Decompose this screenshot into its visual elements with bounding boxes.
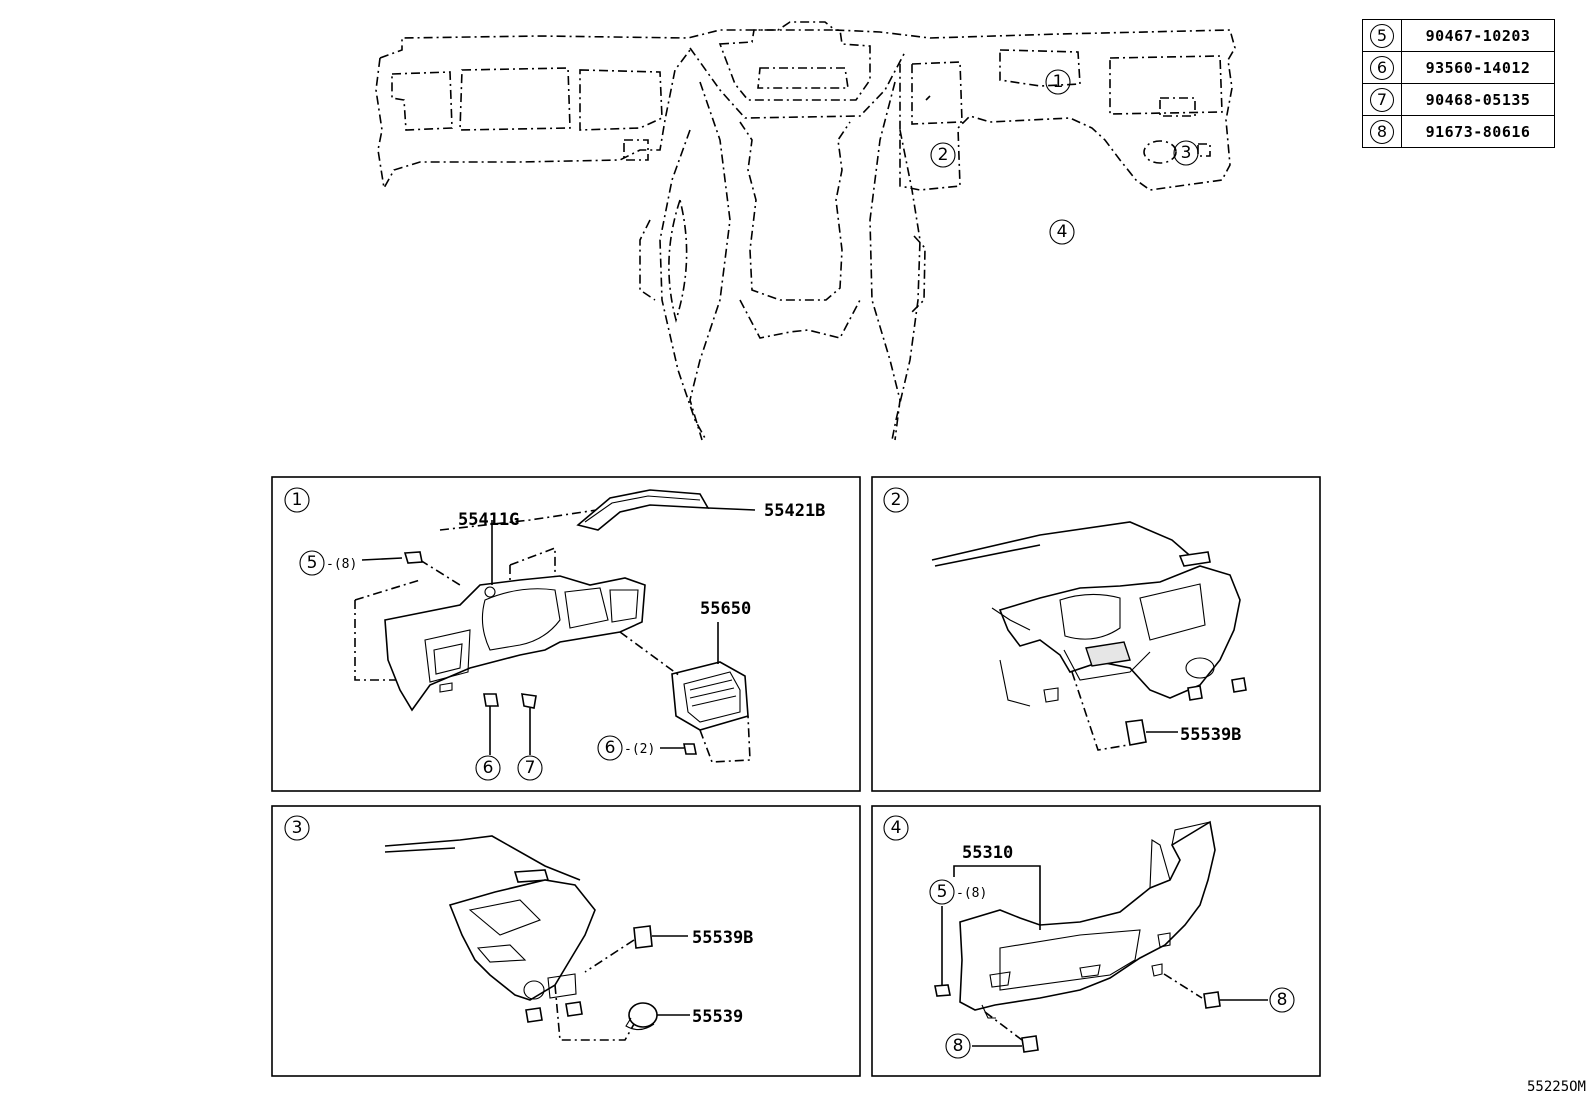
- panel-ref-number: 1: [292, 490, 303, 510]
- callout-number: 4: [1057, 222, 1068, 242]
- panel-frame: [271, 476, 861, 792]
- clip-55539B: [1125, 719, 1147, 746]
- part-number: 91673-80616: [1401, 115, 1555, 148]
- panel-frame: [871, 476, 1321, 792]
- panel-ref-circle: [284, 487, 310, 513]
- detail-panel-1: 1: [271, 476, 861, 792]
- lower-panel-section: [448, 879, 596, 1001]
- diagram-code: 55225OM: [1526, 1079, 1586, 1095]
- part-label-55539B: 55539B: [1180, 725, 1241, 745]
- cap-55539: [628, 1002, 658, 1028]
- clip-5: [934, 984, 951, 997]
- screw-6: [483, 693, 499, 707]
- callout-circle: [930, 142, 956, 168]
- part-label-55411G: 55411G: [458, 510, 519, 530]
- callout-number: 1: [1053, 72, 1064, 92]
- panel-frame: [271, 805, 861, 1077]
- ref-number-circle: 8: [1370, 119, 1394, 144]
- ref-number: 5: [307, 553, 318, 573]
- cluster-finish-panel: [384, 575, 646, 712]
- callout-circle: [1045, 69, 1071, 95]
- lower-finish-panel: [959, 820, 1216, 1011]
- clip-7: [521, 693, 537, 709]
- ref-number: 5: [937, 882, 948, 902]
- part-label-55539B: 55539B: [692, 928, 753, 948]
- part-number: 90468-05135: [1401, 83, 1555, 116]
- panel-frame: [871, 805, 1321, 1077]
- quantity-label: -(2): [624, 742, 655, 757]
- ref-number-circle: 7: [1370, 87, 1394, 112]
- screw-6-qty2: [683, 743, 697, 755]
- ref-number: 7: [525, 758, 536, 778]
- table-row: 8 91673-80616: [1362, 115, 1555, 148]
- lower-panel-section: [998, 565, 1241, 699]
- ref-number-circle: 6: [1370, 55, 1394, 80]
- ref-circle: [945, 1033, 971, 1059]
- part-label-55539: 55539: [692, 1007, 743, 1027]
- panel-ref-circle: [284, 815, 310, 841]
- ref-circle: [299, 550, 325, 576]
- callout-number: 2: [938, 145, 949, 165]
- panel-ref-circle: [883, 815, 909, 841]
- part-number: 90467-10203: [1401, 19, 1555, 52]
- ref-number: 6: [483, 758, 494, 778]
- table-row: 6 93560-14012: [1362, 51, 1555, 84]
- ref-circle: [517, 755, 543, 781]
- detail-panel-4: 4 55310 5 -(8) 8 8: [871, 805, 1321, 1077]
- callout-circle: [1173, 140, 1199, 166]
- panel-ref-number: 4: [891, 818, 902, 838]
- trim-strip: [576, 489, 710, 531]
- clip-55539B: [633, 925, 653, 949]
- detail-panel-3: 3 55539B 55539: [271, 805, 861, 1077]
- parts-reference-table: 5 90467-10203 6 93560-14012 7 90468-0513…: [1362, 19, 1555, 148]
- callout-circle: [1049, 219, 1075, 245]
- ref-circle: [1269, 987, 1295, 1013]
- panel-ref-number: 2: [891, 490, 902, 510]
- ref-number: 8: [953, 1036, 964, 1056]
- part-label-55650: 55650: [700, 599, 751, 619]
- part-label-55310: 55310: [962, 843, 1013, 863]
- ref-number: 6: [605, 738, 616, 758]
- ref-circle: [597, 735, 623, 761]
- ref-number: 8: [1277, 990, 1288, 1010]
- panel-ref-circle: [883, 487, 909, 513]
- part-number: 93560-14012: [1401, 51, 1555, 84]
- ref-number-circle: 5: [1370, 23, 1394, 48]
- ref-circle: [475, 755, 501, 781]
- table-row: 7 90468-05135: [1362, 83, 1555, 116]
- panel-ref-number: 3: [292, 818, 303, 838]
- table-row: 5 90467-10203: [1362, 19, 1555, 52]
- screw-8: [1021, 1035, 1039, 1053]
- overview-instrument-panel: 1 2 3 4: [375, 21, 1236, 441]
- screw-8: [1203, 991, 1221, 1009]
- callout-number: 3: [1181, 143, 1192, 163]
- quantity-label: -(8): [326, 557, 357, 572]
- detail-panel-2: 2 55539B: [871, 476, 1321, 792]
- part-label-55421B: 55421B: [764, 501, 825, 521]
- ref-circle: [929, 879, 955, 905]
- clip-5: [403, 551, 423, 564]
- quantity-label: -(8): [956, 886, 987, 901]
